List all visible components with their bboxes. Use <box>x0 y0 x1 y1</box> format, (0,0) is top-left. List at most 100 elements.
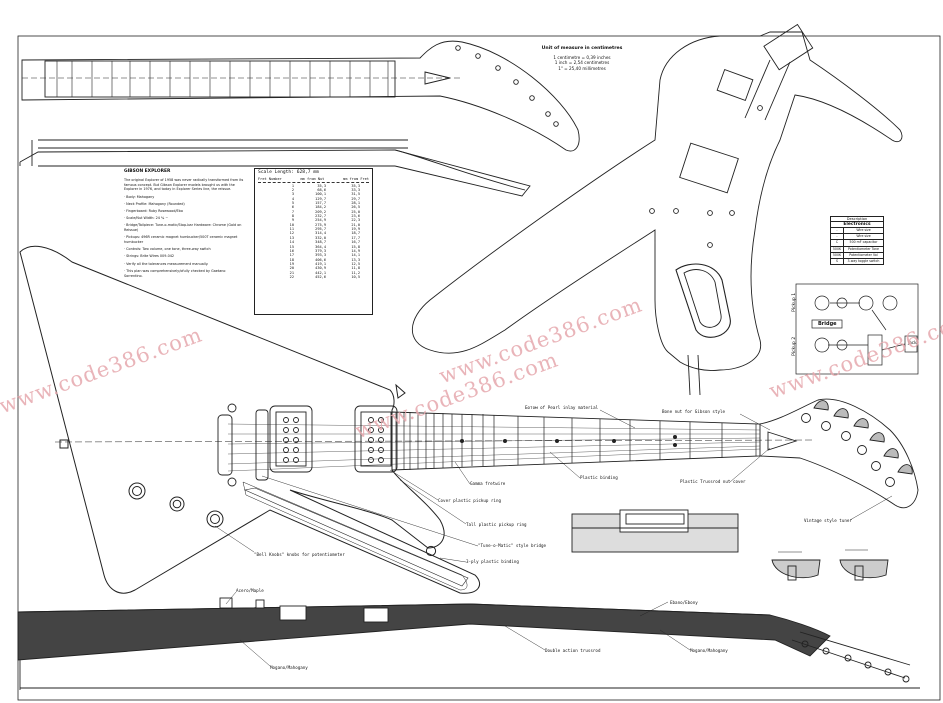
mm-from-fret: 11,2 <box>351 270 360 275</box>
mm-from-nut: 100,1 <box>315 192 326 197</box>
mm-from-fret: 29,7 <box>351 196 360 201</box>
header-fret-number: Fret Number <box>258 177 282 182</box>
pickup2-label: Pickup 2 <box>792 336 797 356</box>
mm-from-fret: 33,3 <box>351 188 360 193</box>
electronics-row: 500K Potentiometer Vol <box>831 252 883 260</box>
side-view-bottom <box>17 597 920 690</box>
fret-number: 16 <box>289 248 294 253</box>
mm-from-nut: 314,4 <box>315 231 326 236</box>
callout-truss-cover: Plastic Trussrod nut cover <box>680 479 746 484</box>
fret-number: 7 <box>291 209 294 214</box>
electronics-symbol: - <box>831 234 844 240</box>
electronics-row: C 500 mF capacitor <box>831 240 883 247</box>
description-paragraph: · Neck Profile: Mahogany (Rounded) <box>124 201 185 206</box>
callout-knobs: "Bell Knobs" knobs for potentiometer <box>254 552 345 557</box>
fret-number: 2 <box>291 188 294 193</box>
fret-number: 10 <box>289 222 294 227</box>
callout-binding: Plastic binding <box>580 475 618 480</box>
fret-row: 21 442,1 11,2 <box>258 271 369 275</box>
description-paragraph: · Verify all the tolerances measurement … <box>124 261 209 266</box>
mm-from-nut: 157,7 <box>315 201 326 206</box>
leader-lines <box>214 409 893 667</box>
units-title: Unit of measure in centimetres <box>541 46 623 51</box>
jack-label: Jack <box>908 340 917 345</box>
fret-number: 11 <box>289 227 294 232</box>
headstock-holes-top <box>455 45 559 127</box>
fret-number: 15 <box>289 244 294 249</box>
mm-from-fret: 35,3 <box>351 183 360 188</box>
fret-number: 9 <box>291 218 294 223</box>
mm-from-fret: 15,8 <box>351 244 360 249</box>
mm-from-nut: 364,4 <box>315 244 326 249</box>
callout-inlay: Ботом of Pearl inlay material <box>525 405 599 410</box>
electronics-desc: Potentiometer Tone <box>847 246 879 251</box>
mm-from-fret: 14,1 <box>351 253 360 258</box>
callout-pickguard: 3-ply plastic binding <box>466 559 519 564</box>
fretwires <box>395 412 757 470</box>
mm-from-fret: 28,1 <box>351 201 360 206</box>
fret-number: 21 <box>289 270 294 275</box>
sheet-border <box>17 35 941 701</box>
units-line: 1" = 25,40 millimetres <box>558 65 606 71</box>
fret-number: 8 <box>291 214 294 219</box>
headstock-front <box>759 398 919 509</box>
mm-from-fret: 12,5 <box>351 261 360 266</box>
neck-side-view <box>19 139 531 197</box>
mm-from-fret: 17,7 <box>351 235 360 240</box>
mm-from-nut: 184,2 <box>315 205 326 210</box>
fret-number: 14 <box>289 240 294 245</box>
mm-from-fret: 25,0 <box>351 209 360 214</box>
description-paragraph: · Fingerboard: Ruby Rosewood/Ebo <box>124 208 183 213</box>
mm-from-nut: 254,9 <box>315 218 326 223</box>
callout-mahogany-body: Mogano/Mahogany <box>270 665 308 670</box>
description-paragraph: · Strings: Brite Wires 009-042 <box>124 254 175 259</box>
mm-from-nut: 419,1 <box>315 261 326 266</box>
electronics-row: -Wire size <box>831 228 883 235</box>
mm-from-fret: 18,7 <box>351 231 360 236</box>
description-block: GIBSON EXPLORER The original Explorer of… <box>124 169 244 281</box>
electronics-symbol: C <box>831 240 844 246</box>
mm-from-nut: 442,1 <box>315 270 326 275</box>
cross-section-details <box>771 549 889 581</box>
electronics-symbol: 500K <box>831 252 844 259</box>
fret-number: 1 <box>291 183 294 188</box>
mm-from-nut: 68,6 <box>317 188 326 193</box>
description-paragraph: · Scale/Nut Width: 24 ¾ ~ <box>124 216 169 221</box>
bridge-switch-label: Bridge <box>818 321 837 327</box>
mm-from-fret: 26,5 <box>351 205 360 210</box>
header-from-nut: mm from Nut <box>300 177 325 182</box>
mm-from-fret: 13,3 <box>351 257 360 262</box>
electronics-desc: 3-way toggle switch <box>847 259 880 264</box>
description-paragraph: · Body: Mahogany <box>124 194 155 199</box>
mm-from-nut: 209,2 <box>315 209 326 214</box>
electronics-desc: Wire size <box>856 228 871 232</box>
fret-row: 7 209,2 25,0 <box>258 210 369 214</box>
mm-from-fret: 23,6 <box>351 214 360 219</box>
electronics-desc: Potentiometer Vol <box>849 252 878 257</box>
description-paragraph: · This plan was comprehensively/ofully c… <box>124 268 226 278</box>
units-line: 1 centimetre = 0,39 inches <box>553 54 611 60</box>
mm-from-nut: 430,9 <box>315 266 326 271</box>
electronics-row: - Wire size <box>831 234 883 241</box>
callout-ebony: Ebano/Ebony <box>670 600 698 605</box>
bridge-detail <box>571 509 739 553</box>
electronics-desc: Wire size <box>856 234 871 239</box>
bridge-tailpiece <box>217 403 269 487</box>
electronics-desc: 500 mF capacitor <box>849 240 878 245</box>
description-paragraph: · Pickups: 496R ceramic magnet humbucker… <box>124 235 238 245</box>
